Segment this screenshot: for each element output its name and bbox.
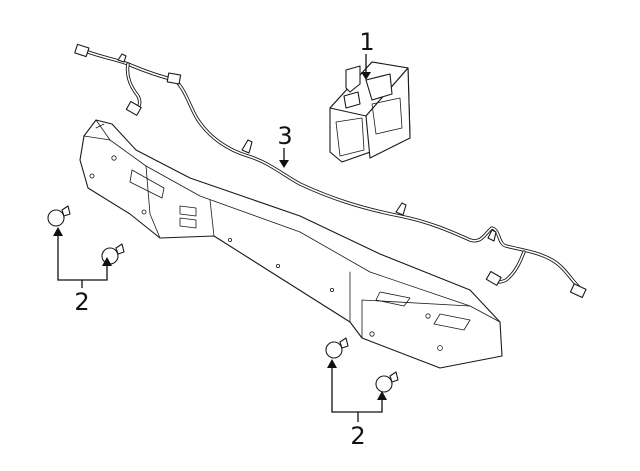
leader-part-3 <box>279 148 289 168</box>
module-connector-port <box>365 73 393 101</box>
callout-part-2-bottom: 2 <box>350 422 365 450</box>
harness-clip-2 <box>395 202 407 216</box>
bumper-bracket <box>79 119 503 369</box>
parking-sensor-left-upper <box>47 205 71 227</box>
connector-left-branch <box>125 100 142 116</box>
leader-part-2-bottom <box>327 359 387 422</box>
module-mount-bracket-side <box>343 91 361 109</box>
callout-part-3: 3 <box>277 122 292 150</box>
module-mount-bracket-top <box>345 65 361 93</box>
control-module <box>329 61 411 163</box>
callout-part-2-left: 2 <box>74 288 89 316</box>
connector-mid <box>166 72 182 85</box>
harness-clip-3 <box>487 229 497 242</box>
leader-part-2-left <box>53 227 112 288</box>
wiring-harness <box>74 43 587 299</box>
connector-right-end <box>569 283 587 299</box>
harness-clip-1 <box>241 139 253 154</box>
callout-part-1: 1 <box>359 28 374 56</box>
leader-part-1 <box>361 54 371 80</box>
parking-sensor-bottom-lower <box>375 371 399 393</box>
harness-clip-4 <box>117 53 127 63</box>
parking-sensor-bottom-upper <box>325 337 349 359</box>
connector-left-top <box>74 43 90 58</box>
connector-right-branch <box>485 270 502 286</box>
